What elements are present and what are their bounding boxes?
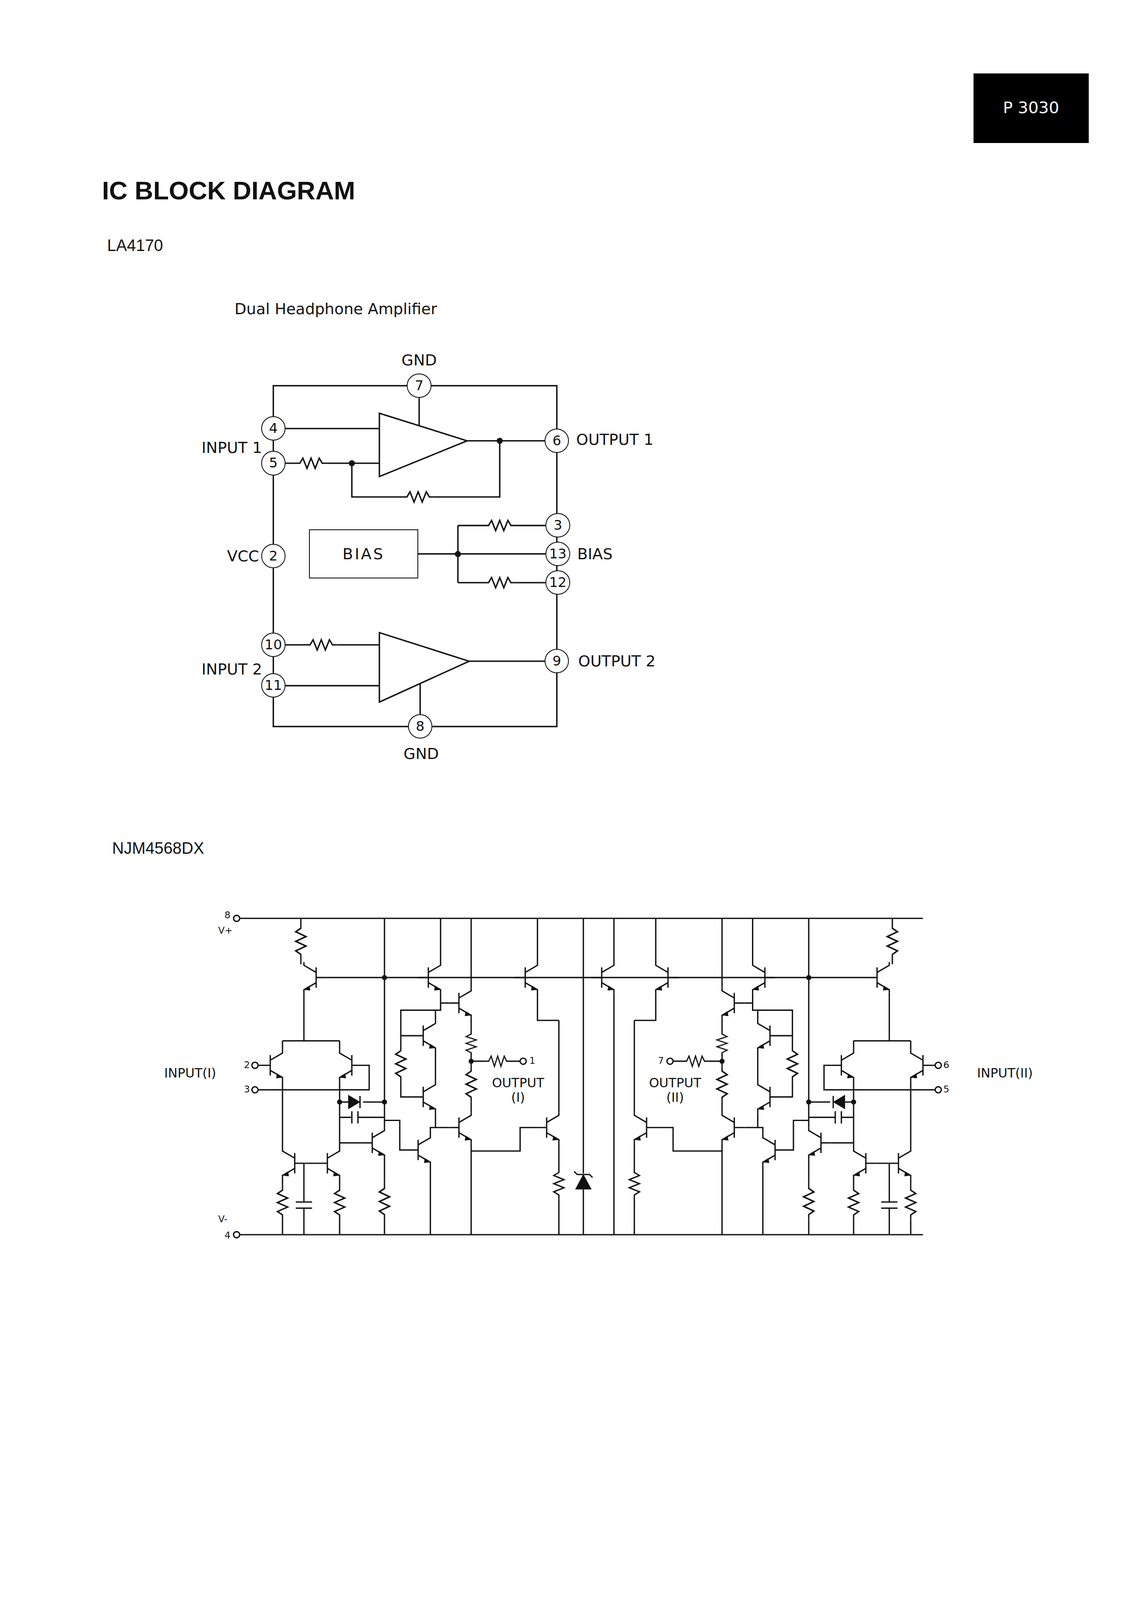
pin-number: 2 bbox=[243, 1059, 250, 1070]
pin-label: VCC bbox=[227, 547, 260, 565]
pin-circle: 5 bbox=[261, 450, 286, 476]
pin-label: INPUT 1 bbox=[201, 438, 263, 457]
pin-circle: 8 bbox=[408, 714, 433, 739]
pin-label: OUTPUT 2 bbox=[578, 652, 656, 670]
pin-label: BIAS bbox=[577, 545, 613, 563]
pin-label: GND bbox=[403, 744, 440, 763]
pin-number: 9 bbox=[552, 653, 561, 669]
pin-circle: 6 bbox=[544, 428, 569, 453]
pin-circle: 12 bbox=[545, 570, 570, 595]
pin-number: 4 bbox=[268, 420, 278, 436]
pin-number: 7 bbox=[658, 1055, 665, 1066]
pin-number: 3 bbox=[243, 1083, 250, 1095]
part-number: LA4170 bbox=[107, 236, 164, 256]
pin-circle: 3 bbox=[545, 513, 570, 538]
pin-number: 13 bbox=[549, 546, 567, 562]
page-title: IC BLOCK DIAGRAM bbox=[102, 175, 356, 206]
pin-number: 8 bbox=[224, 909, 231, 921]
pin-circle: 7 bbox=[406, 373, 432, 398]
pin-number: 3 bbox=[553, 517, 563, 533]
supply-label: V+ bbox=[218, 924, 233, 936]
njm4568-schematic bbox=[233, 915, 942, 1238]
wire bbox=[418, 553, 546, 555]
pin-label: GND bbox=[401, 351, 438, 369]
pin-number: 6 bbox=[943, 1059, 950, 1070]
pin-label: OUTPUT 1 bbox=[576, 430, 654, 449]
pin-number: 1 bbox=[529, 1055, 536, 1066]
bias-block: BIAS bbox=[308, 529, 419, 579]
page-tag: P 3030 bbox=[973, 73, 1089, 143]
pin-number: 7 bbox=[414, 378, 424, 394]
pin-label: INPUT 2 bbox=[201, 660, 263, 678]
description: Dual Headphone Amplifier bbox=[234, 300, 438, 318]
pin-number: 8 bbox=[415, 718, 425, 734]
pin-number: 2 bbox=[268, 548, 278, 564]
box-label: P 3030 bbox=[1002, 99, 1060, 117]
pin-circle: 13 bbox=[545, 541, 570, 566]
part-number: NJM4568DX bbox=[112, 839, 205, 858]
pin-circle: 10 bbox=[261, 632, 286, 657]
la4170-block bbox=[273, 385, 557, 727]
pin-number: 5 bbox=[943, 1083, 950, 1095]
pin-number: 5 bbox=[268, 455, 278, 471]
signal-label: INPUT(I) bbox=[164, 1065, 217, 1081]
pin-number: 4 bbox=[224, 1229, 231, 1241]
pin-number: 6 bbox=[552, 433, 561, 449]
box-label: BIAS bbox=[342, 545, 385, 563]
pin-circle: 9 bbox=[544, 648, 569, 674]
pin-number: 11 bbox=[264, 677, 283, 693]
pin-circle: 4 bbox=[261, 416, 286, 441]
signal-label: OUTPUT (II) bbox=[649, 1075, 702, 1105]
pin-circle: 2 bbox=[261, 543, 286, 569]
pin-number: 12 bbox=[549, 574, 567, 590]
supply-label: V- bbox=[218, 1213, 228, 1225]
signal-label: OUTPUT (I) bbox=[492, 1075, 545, 1105]
pin-circle: 11 bbox=[261, 673, 286, 698]
signal-label: INPUT(II) bbox=[976, 1065, 1033, 1081]
pin-number: 10 bbox=[264, 637, 283, 653]
